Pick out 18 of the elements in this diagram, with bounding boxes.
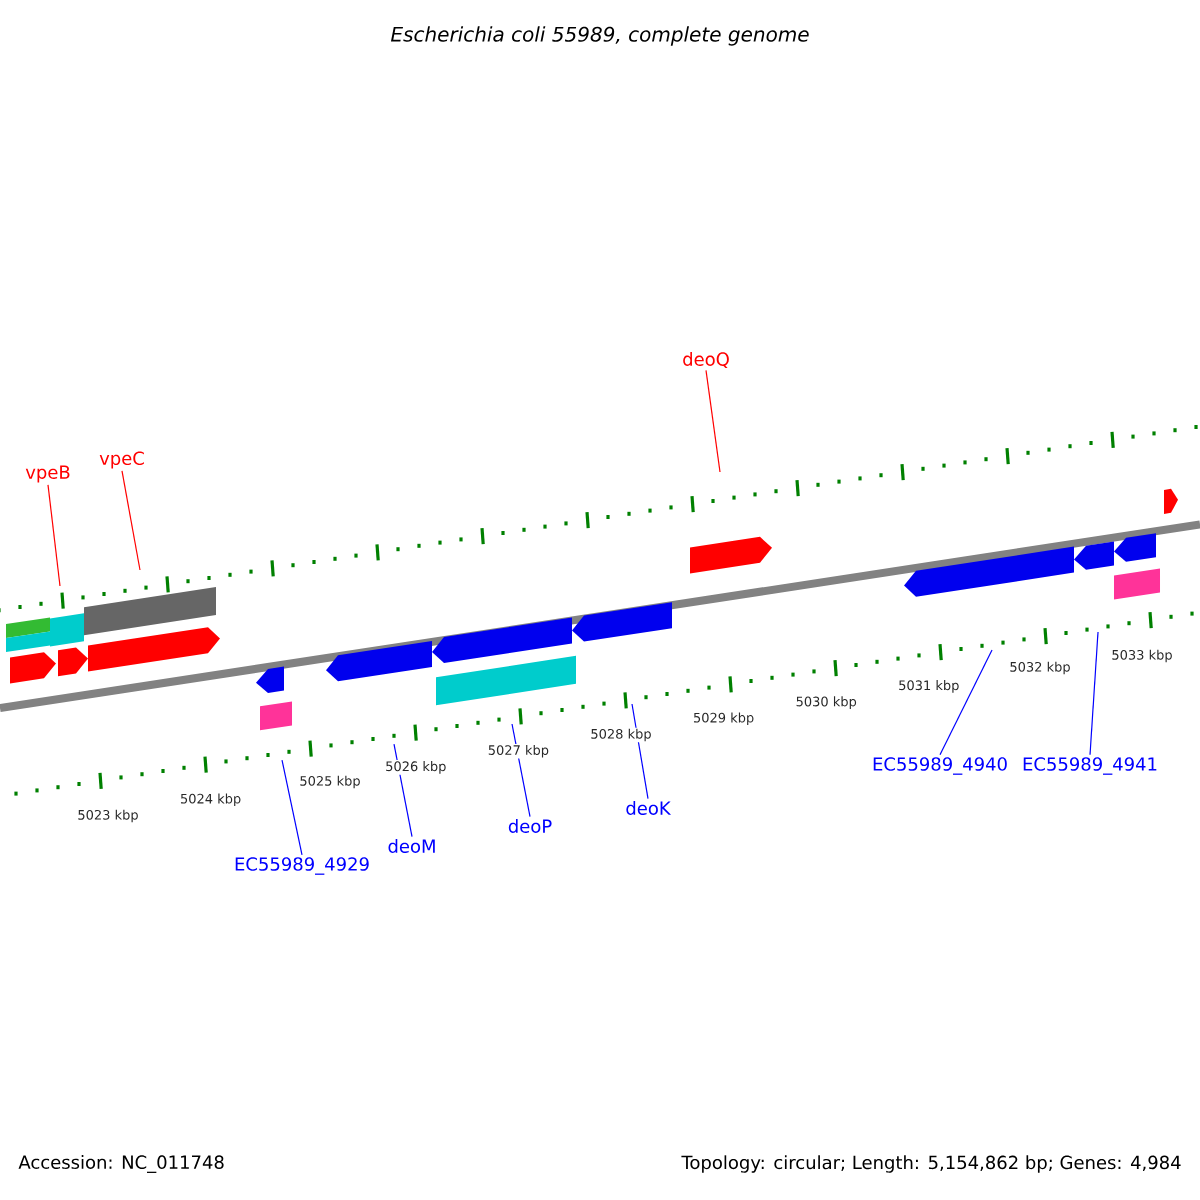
accession-text: Accession: NC_011748 xyxy=(18,1155,224,1173)
leader-line xyxy=(121,470,141,571)
gene-label: deoK xyxy=(626,801,672,815)
gene-label: vpeB xyxy=(25,465,70,483)
gene-label: deoP xyxy=(508,819,552,833)
genome-stats-text: Topology: circular; Length: 5,154,862 bp; Genes: 4,984 xyxy=(681,1155,1181,1173)
gene-label: deoQ xyxy=(683,352,729,368)
leader-line xyxy=(1089,631,1099,756)
gene-label: EC55989_4929 xyxy=(235,857,369,875)
leader-line xyxy=(281,759,303,856)
leader-line xyxy=(939,649,993,756)
gene-label: EC55989_4941 xyxy=(1023,757,1157,775)
gene-label: vpeC xyxy=(99,451,144,469)
leader-line xyxy=(47,484,61,587)
gene-label: deoM xyxy=(388,839,435,853)
leader-line xyxy=(705,369,721,473)
gene-label: EC55989_4940 xyxy=(873,757,1007,775)
title: Escherichia coli 55989, complete genome xyxy=(390,26,809,46)
